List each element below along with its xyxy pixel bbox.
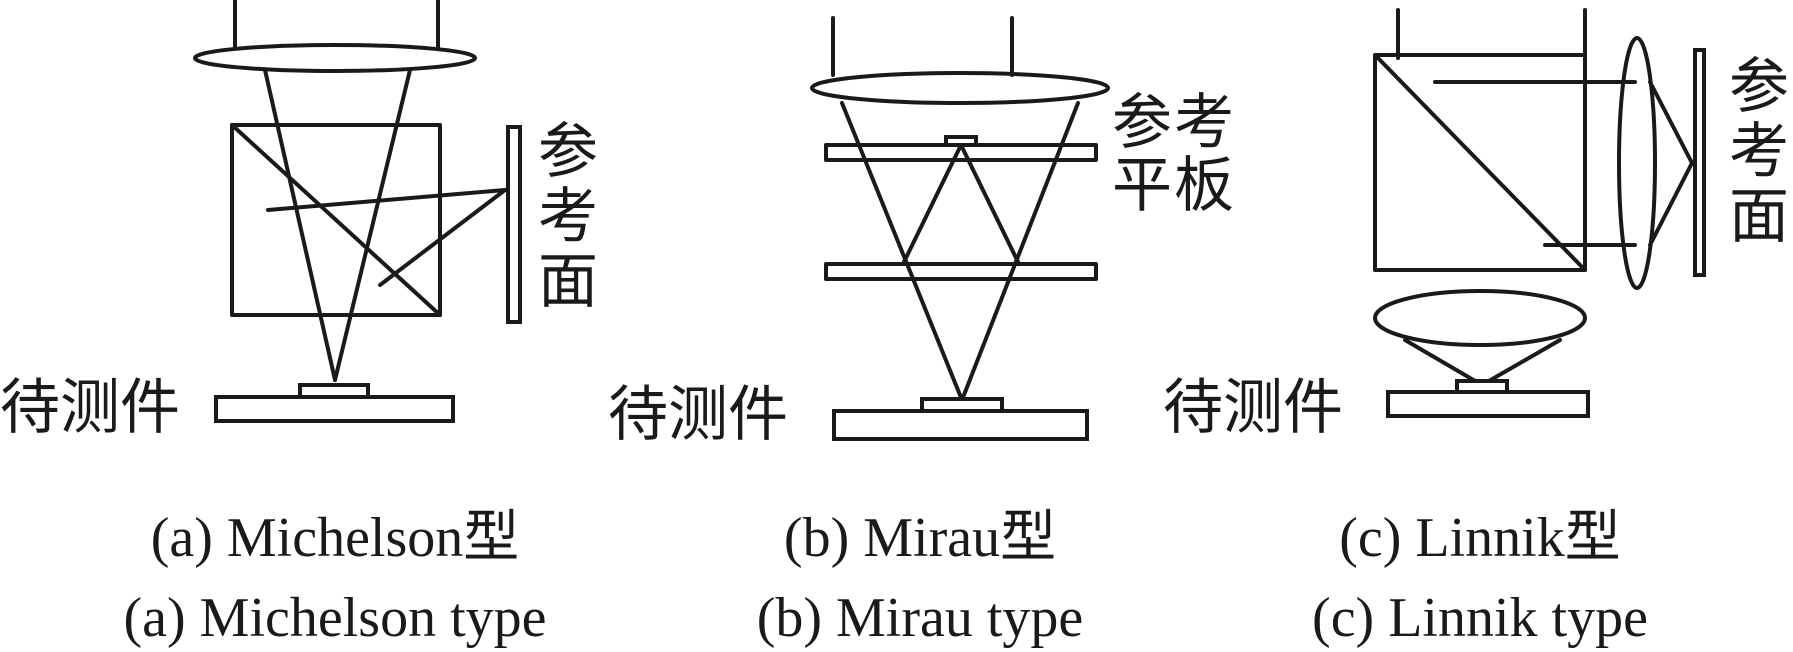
- michelson-beam-splitter-cube: [230, 123, 442, 317]
- linnik-sample-stage: [1386, 390, 1590, 418]
- mirau-reflected-rays: [901, 143, 1021, 266]
- linnik-caption-en: (c) Linnik type: [1312, 587, 1648, 649]
- mirau-objective-lens: [810, 71, 1110, 105]
- michelson-ray-right: [333, 68, 412, 382]
- linnik-splitter-diagonal: [1373, 53, 1587, 272]
- mirau-beam-splitter-plate: [824, 262, 1098, 281]
- michelson-ray-left: [263, 68, 337, 382]
- michelson-caption-cn: (a) Michelson型: [150, 507, 520, 569]
- michelson-sample-label: 待测件: [0, 373, 180, 443]
- linnik-caption-cn: (c) Linnik型: [1339, 507, 1621, 569]
- mirau-sample-label: 待测件: [608, 380, 788, 450]
- linnik-diagram: [1373, 8, 1706, 418]
- michelson-splitter-diagonal: [230, 123, 442, 317]
- michelson-diagram: [193, 0, 522, 423]
- michelson-reference-mirror: [506, 125, 522, 324]
- linnik-reference-label: 参考面: [1729, 52, 1789, 252]
- michelson-caption-en: (a) Michelson type: [123, 587, 547, 649]
- mirau-ray-right: [960, 101, 1080, 402]
- linnik-sample-label: 待测件: [1163, 373, 1343, 443]
- linnik-beam-splitter-cube: [1373, 53, 1587, 272]
- linnik-reference-mirror: [1693, 48, 1706, 277]
- mirau-reference-label: 参考平板: [1112, 88, 1236, 221]
- michelson-objective-lens: [193, 43, 477, 73]
- mirau-diagram: [810, 16, 1110, 441]
- mirau-ray-left: [840, 101, 964, 402]
- linnik-reference-focus-rays: [1648, 80, 1694, 247]
- linnik-reference-lens: [1617, 36, 1657, 290]
- michelson-sample-stage: [214, 395, 455, 423]
- michelson-ray-to-reference-1: [266, 188, 507, 212]
- mirau-sample-stage: [832, 409, 1089, 441]
- mirau-caption-en: (b) Mirau type: [756, 587, 1084, 649]
- linnik-objective-lens: [1373, 289, 1587, 347]
- michelson-reference-label: 参考面: [538, 117, 598, 317]
- michelson-ray-to-reference-2: [378, 188, 507, 287]
- mirau-caption-cn: (b) Mirau型: [783, 507, 1057, 569]
